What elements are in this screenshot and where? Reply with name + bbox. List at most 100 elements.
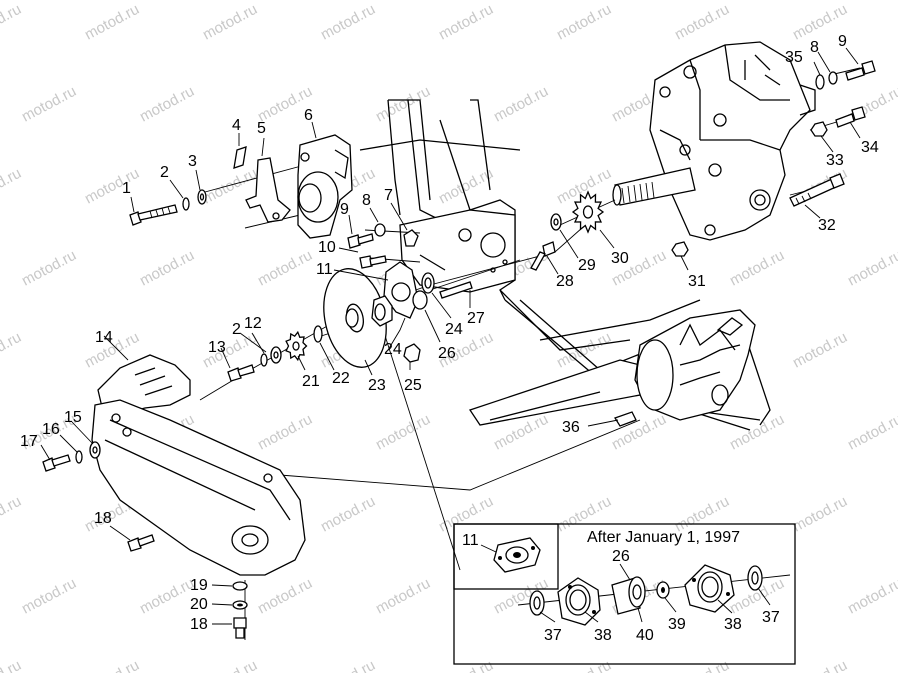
callout-17: 17: [20, 433, 38, 450]
part-35-washer: [815, 74, 825, 90]
watermark-text: motod.ru: [0, 1, 24, 44]
watermark-text: motod.ru: [436, 657, 496, 673]
inset-callout-38-right: 38: [724, 616, 742, 633]
watermark-text: motod.ru: [82, 657, 142, 673]
callout-labels: 1 2 3 4 5 6 7 8 9 10 11 12 13 14 15 16 1…: [20, 33, 879, 633]
inset-callout-40: 40: [636, 627, 654, 644]
part-8b-washer: [828, 71, 838, 85]
callout-22: 22: [332, 370, 350, 387]
callout-16: 16: [42, 421, 60, 438]
watermark-text: motod.ru: [318, 657, 378, 673]
callout-15: 15: [64, 409, 82, 426]
watermark-text: motod.ru: [82, 165, 142, 208]
watermark-text: motod.ru: [845, 575, 898, 618]
part-10-bolt: [359, 255, 387, 269]
part-18b-bolt: [233, 617, 247, 639]
watermark-text: motod.ru: [845, 247, 898, 290]
part-31-nut: [671, 241, 689, 257]
watermark-text: motod.ru: [373, 575, 433, 618]
watermark-text: motod.ru: [672, 657, 732, 673]
part-5-bracket: [245, 157, 291, 223]
callout-2: 2: [160, 164, 169, 181]
inset-callout-26: 26: [612, 548, 630, 565]
part-18a-bolt: [127, 534, 155, 552]
watermark-text: motod.ru: [137, 575, 197, 618]
watermark-text: motod.ru: [200, 1, 260, 44]
callout-34: 34: [861, 139, 879, 156]
part-6-tensioner-housing: [297, 134, 353, 239]
watermark-text: motod.ru: [672, 1, 732, 44]
callout-11: 11: [316, 261, 333, 278]
part-25-nut: [403, 343, 421, 363]
inset-callout-38-left: 38: [594, 627, 612, 644]
part-26-bearing: [412, 290, 428, 310]
callout-24-left: 24: [384, 341, 402, 358]
callout-13: 13: [208, 339, 226, 356]
leader-lines: [40, 47, 861, 625]
watermark-text: motod.ru: [436, 493, 496, 536]
part-22-washer: [313, 325, 323, 343]
watermark-text: motod.ru: [255, 575, 315, 618]
callout-30: 30: [611, 250, 629, 267]
callout-20: 20: [190, 596, 208, 613]
inset-callout-37-right: 37: [762, 609, 780, 626]
watermark-text: motod.ru: [491, 83, 551, 126]
watermark-text: motod.ru: [82, 1, 142, 44]
gearbox-housing: [612, 41, 816, 241]
callout-29: 29: [578, 257, 596, 274]
watermark-text: motod.ru: [554, 1, 614, 44]
callout-2-lower: 2: [232, 321, 241, 338]
inset-labels: After January 1, 1997 11 26 37 38 40 39 …: [462, 529, 780, 644]
callout-7: 7: [384, 187, 393, 204]
inset-caption: After January 1, 1997: [587, 529, 740, 546]
callout-18-lower: 18: [190, 616, 208, 633]
part-24b-collar: [421, 272, 435, 294]
part-2b-washer: [260, 353, 268, 367]
watermark-text: motod.ru: [318, 493, 378, 536]
callout-26: 26: [438, 345, 456, 362]
part-24-hub-collar: [371, 295, 393, 327]
inset-after-1997: [453, 523, 796, 665]
part-13-bolt: [227, 364, 255, 382]
part-4-plate: [233, 146, 247, 169]
watermark-text: motod.ru: [373, 411, 433, 454]
watermark-text: motod.ru: [373, 83, 433, 126]
part-16-washer: [75, 450, 83, 464]
watermark-text: motod.ru: [318, 1, 378, 44]
watermark-text: motod.ru: [790, 657, 850, 673]
part-32-long-bolt: [789, 173, 845, 207]
part-20-washer: [232, 600, 248, 610]
callout-1: 1: [122, 180, 131, 197]
part-36-guard: [614, 309, 756, 427]
callout-32: 32: [818, 217, 836, 234]
part-14-chain-guard: [91, 354, 306, 576]
inset-callout-37-left: 37: [544, 627, 562, 644]
callout-3: 3: [188, 153, 197, 170]
part-34-bolt: [835, 106, 866, 128]
callout-9-right: 9: [838, 33, 847, 50]
watermark-text: motod.ru: [0, 329, 24, 372]
callout-28: 28: [556, 273, 574, 290]
watermark-text: motod.ru: [0, 493, 24, 536]
part-7-nut: [403, 229, 419, 247]
part-30-drive-sprocket: [571, 190, 605, 234]
watermark-text: motod.ru: [790, 493, 850, 536]
part-15-washer: [89, 441, 101, 459]
callout-6: 6: [304, 107, 313, 124]
part-9-bolt: [347, 233, 374, 249]
part-28-bolt: [530, 241, 556, 271]
watermark-text: motod.ru: [727, 247, 787, 290]
callout-35: 35: [785, 49, 803, 66]
callout-8: 8: [362, 192, 371, 209]
part-2-washer: [182, 197, 190, 211]
callout-33: 33: [826, 152, 844, 169]
callout-24-right: 24: [445, 321, 463, 338]
callout-9: 9: [340, 201, 349, 218]
part-8-washer: [374, 223, 386, 237]
watermark-text: motod.ru: [137, 83, 197, 126]
watermark-text: motod.ru: [790, 329, 850, 372]
part-3-washer: [197, 189, 207, 205]
watermark-text: motod.ru: [19, 575, 79, 618]
watermark-text: motod.ru: [0, 657, 24, 673]
